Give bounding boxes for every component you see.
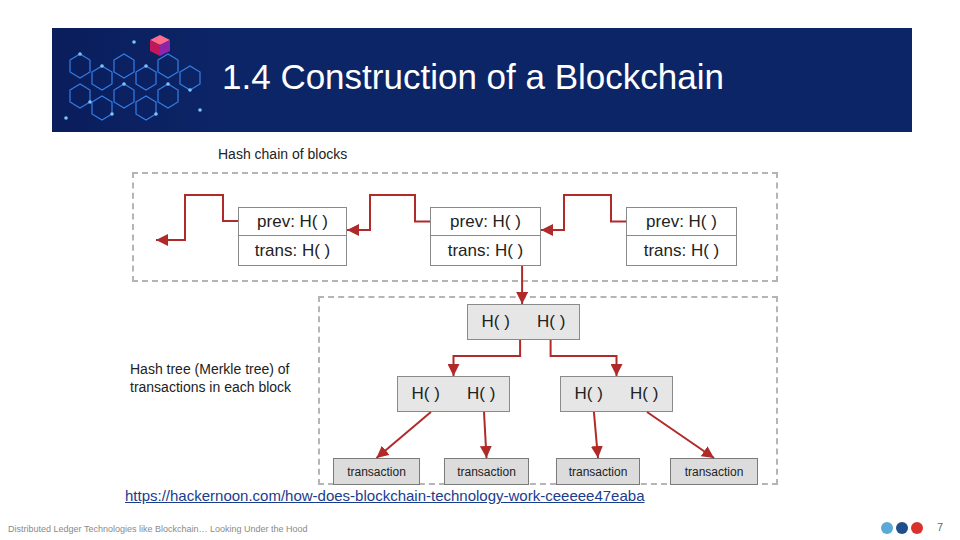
page-number: 7 xyxy=(937,521,943,533)
box-text: transaction xyxy=(347,465,406,479)
hash-pointer-arrow xyxy=(454,340,521,376)
box-text: prev: H( ) xyxy=(257,212,328,232)
footer-dot xyxy=(881,522,893,534)
hash-pointer-arrow xyxy=(347,195,430,230)
transaction-box: transaction xyxy=(333,458,420,485)
hash-pointer-arrow xyxy=(594,412,598,458)
transaction-box: transaction xyxy=(444,458,529,485)
blockchain-hexagons xyxy=(70,54,200,120)
box-text: prev: H( ) xyxy=(646,212,717,232)
hash-pair: H( ) H( ) xyxy=(397,376,510,412)
hash-field: trans: H( ) xyxy=(238,235,347,266)
hash-field: prev: H( ) xyxy=(238,207,347,236)
box-text: H( ) xyxy=(412,384,440,404)
chain-start-arrow xyxy=(156,195,238,240)
hash-pair: H( ) H( ) xyxy=(467,304,580,340)
box-text: H( ) xyxy=(630,384,658,404)
hash-field: prev: H( ) xyxy=(626,207,737,236)
box-text: trans: H( ) xyxy=(255,241,331,261)
box-text: transaction xyxy=(569,465,628,479)
box-text: H( ) xyxy=(537,312,565,332)
box-text: H( ) xyxy=(575,384,603,404)
hash-pointer-arrow xyxy=(521,266,523,304)
dashed-group: Hash tree (Merkle tree) of transactions … xyxy=(318,296,778,485)
dashed-group: Hash chain of blocksprev: H( )trans: H( … xyxy=(132,172,778,282)
transaction-box: transaction xyxy=(556,458,640,485)
box-text: H( ) xyxy=(482,312,510,332)
transaction-box: transaction xyxy=(670,458,758,485)
title-banner xyxy=(52,28,912,132)
hash-field: prev: H( ) xyxy=(430,207,541,236)
banner-image xyxy=(52,28,222,132)
box-text: trans: H( ) xyxy=(644,241,720,261)
footer-dot xyxy=(896,522,908,534)
source-link: https://hackernoon.com/how-does-blockcha… xyxy=(125,487,644,504)
box-text: transaction xyxy=(457,465,516,479)
hash-pointer-arrow xyxy=(551,340,617,376)
hash-pointer-arrow xyxy=(647,412,714,458)
group-heading: Hash tree (Merkle tree) of transactions … xyxy=(130,360,308,396)
hash-field: trans: H( ) xyxy=(626,235,737,266)
hash-pair: H( ) H( ) xyxy=(560,376,673,412)
footer-dot xyxy=(911,522,923,534)
box-text: prev: H( ) xyxy=(450,212,521,232)
highlight-cube xyxy=(150,35,170,56)
hash-pointer-arrow xyxy=(541,195,626,230)
hash-field: trans: H( ) xyxy=(430,235,541,266)
box-text: trans: H( ) xyxy=(448,241,524,261)
network-dots xyxy=(64,40,202,120)
slide-title: 1.4 Construction of a Blockchain xyxy=(222,57,724,97)
box-text: transaction xyxy=(685,465,744,479)
hash-pointer-arrow xyxy=(377,412,431,458)
footer-text: Distributed Ledger Technologies like Blo… xyxy=(8,524,308,534)
hash-pointer-arrow xyxy=(484,412,487,458)
group-heading: Hash chain of blocks xyxy=(218,145,518,163)
box-text: H( ) xyxy=(467,384,495,404)
